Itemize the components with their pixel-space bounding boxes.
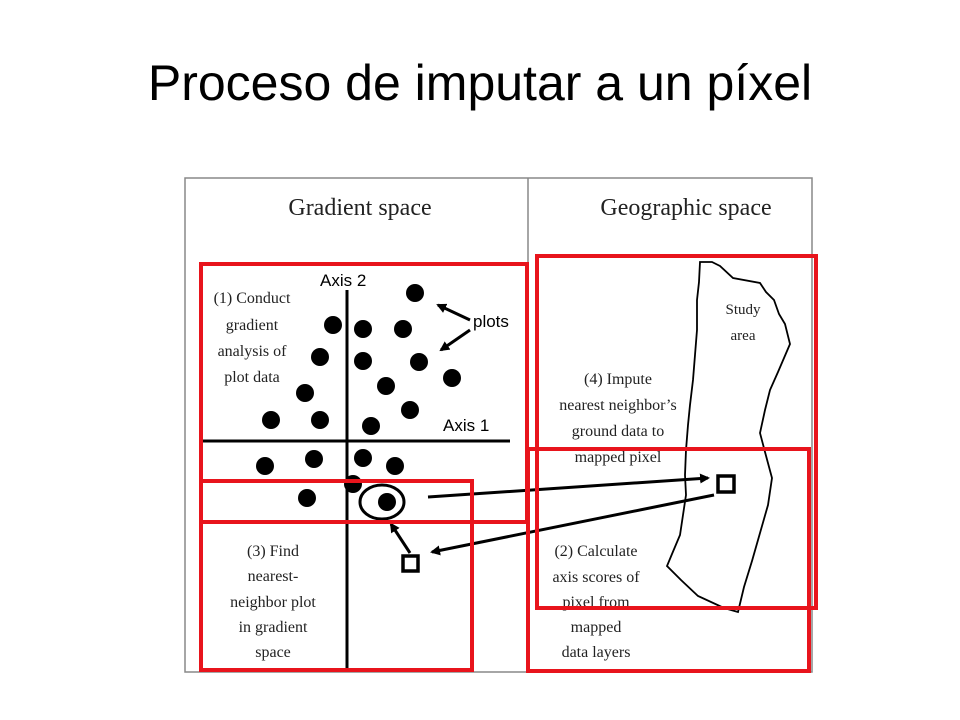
highlight-box-step2 — [526, 447, 811, 673]
dot-icon — [377, 377, 395, 395]
highlight-box-step1 — [199, 262, 529, 524]
dot-icon — [311, 411, 329, 429]
plot-points — [256, 284, 461, 511]
arrow-icon — [389, 522, 412, 554]
nearest-neighbor-ring — [358, 483, 406, 521]
dot-icon — [394, 320, 412, 338]
geographic-space-title: Geographic space — [600, 195, 771, 221]
dot-icon — [378, 493, 396, 511]
study-area-map — [665, 261, 791, 614]
dot-icon — [305, 450, 323, 468]
dot-icon — [324, 316, 342, 334]
step2-line: (2) Calculate — [554, 543, 637, 560]
dot-icon — [296, 384, 314, 402]
step4-line: nearest neighbor’s — [559, 397, 676, 414]
step1-line: analysis of — [218, 343, 288, 360]
dot-icon — [362, 417, 380, 435]
step4-label: (4) Impute nearest neighbor’s ground dat… — [559, 371, 676, 466]
dot-icon — [386, 457, 404, 475]
step3-line: (3) Find — [247, 543, 299, 560]
highlight-boxes — [199, 254, 818, 673]
plots-label: plots — [473, 312, 509, 331]
slide-title: Proceso de imputar a un píxel — [147, 55, 813, 111]
step3-line: space — [255, 644, 291, 661]
dot-icon — [443, 369, 461, 387]
step1-label: (1) Conduct gradient analysis of plot da… — [214, 290, 291, 386]
highlight-box-step3 — [199, 479, 474, 672]
step2-line: mapped — [571, 619, 622, 636]
axis1-label: Axis 1 — [443, 416, 489, 435]
arrow-icon — [439, 328, 471, 352]
study-area-line: Study — [725, 302, 761, 318]
square-marker-icon — [716, 474, 736, 494]
step4-line: ground data to — [572, 423, 664, 440]
dot-icon — [256, 457, 274, 475]
arrow-icon — [436, 303, 471, 322]
study-area-label: Study area — [725, 302, 761, 344]
dot-icon — [354, 449, 372, 467]
step4-line: mapped pixel — [575, 449, 662, 466]
step1-line: plot data — [224, 369, 280, 386]
dot-icon — [344, 475, 362, 493]
dot-icon — [401, 401, 419, 419]
step1-line: gradient — [226, 317, 279, 334]
step4-line: (4) Impute — [584, 371, 652, 388]
dot-icon — [262, 411, 280, 429]
step3-line: in gradient — [239, 619, 308, 636]
dot-icon — [406, 284, 424, 302]
step3-label: (3) Find nearest- neighbor plot in gradi… — [230, 543, 316, 661]
step1-line: (1) Conduct — [214, 290, 291, 307]
step2-line: axis scores of — [552, 569, 640, 586]
step2-line: data layers — [562, 644, 631, 661]
dot-icon — [354, 352, 372, 370]
dot-icon — [410, 353, 428, 371]
gradient-space-title: Gradient space — [288, 195, 431, 221]
dot-icon — [311, 348, 329, 366]
step3-line: nearest- — [248, 568, 299, 585]
dot-icon — [354, 320, 372, 338]
arrow-icon — [430, 493, 715, 556]
square-marker-icon — [401, 554, 420, 573]
highlight-box-step4 — [535, 254, 818, 610]
axis2-label: Axis 2 — [320, 271, 366, 290]
step3-line: neighbor plot — [230, 594, 316, 611]
dot-icon — [298, 489, 316, 507]
study-area-line: area — [731, 328, 756, 344]
arrow-icon — [427, 473, 710, 499]
